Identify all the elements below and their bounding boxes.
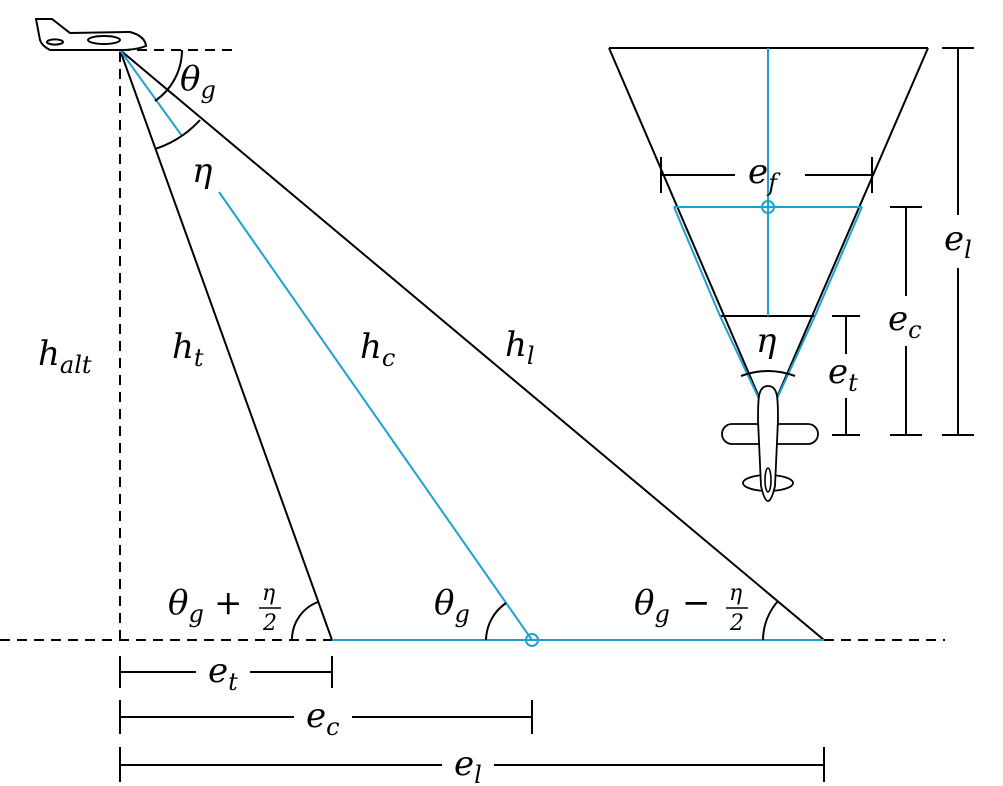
e-l-dimension: el bbox=[119, 744, 825, 786]
theta-g-arc bbox=[154, 49, 183, 102]
svg-text:et: et bbox=[208, 651, 238, 696]
footprint-center-point bbox=[525, 633, 539, 647]
e-t-dimension: et bbox=[119, 651, 333, 696]
svg-text:2: 2 bbox=[729, 611, 744, 636]
near-angle-arc bbox=[290, 601, 319, 641]
far-angle-arc bbox=[762, 600, 779, 641]
footprint-right-edge bbox=[767, 47, 929, 419]
top-eta-arc bbox=[740, 370, 796, 377]
svg-text:η: η bbox=[729, 581, 742, 606]
h-alt-label: halt bbox=[38, 334, 92, 379]
e-c-vertical-dimension: ec bbox=[888, 206, 922, 436]
svg-text:+: + bbox=[214, 583, 243, 623]
svg-text:−: − bbox=[682, 583, 711, 623]
svg-text:el: el bbox=[454, 744, 482, 786]
top-center-point bbox=[761, 200, 775, 214]
e-c-dimension: ec bbox=[119, 696, 533, 741]
far-angle-label: θg − η 2 bbox=[634, 581, 748, 636]
aircraft-side-icon bbox=[34, 18, 148, 51]
svg-text:el: el bbox=[944, 219, 972, 264]
far-ray-hl bbox=[119, 49, 825, 641]
center-angle-label: θg bbox=[434, 583, 470, 628]
svg-text:2: 2 bbox=[262, 611, 277, 636]
svg-text:ef: ef bbox=[748, 152, 781, 197]
footprint-left-edge bbox=[608, 47, 769, 419]
top-lower-right-edge bbox=[814, 206, 863, 317]
h-l-label: hl bbox=[505, 325, 535, 370]
e-f-dimension: ef bbox=[660, 152, 873, 197]
center-ray-hc-upper bbox=[119, 49, 183, 137]
e-l-vertical-dimension: el bbox=[942, 47, 974, 436]
svg-text:et: et bbox=[828, 352, 858, 397]
svg-text:θg: θg bbox=[634, 583, 670, 628]
top-view: η ef el ec bbox=[608, 47, 974, 502]
aircraft-top-icon bbox=[721, 385, 819, 502]
h-t-label: ht bbox=[172, 327, 204, 372]
h-c-label: hc bbox=[360, 327, 395, 372]
eta-arc bbox=[154, 119, 201, 150]
side-view: θg η halt ht hc hl θg + η 2 θg θg − bbox=[0, 18, 945, 786]
e-t-vertical-dimension: et bbox=[828, 315, 860, 436]
svg-text:ec: ec bbox=[306, 696, 340, 741]
center-ray-hc-lower bbox=[218, 191, 533, 641]
eta-label-top: η bbox=[192, 151, 213, 191]
theta-g-label-top: θg bbox=[180, 59, 216, 104]
top-eta-label: η bbox=[756, 321, 777, 361]
svg-text:ec: ec bbox=[888, 299, 922, 344]
near-angle-label: θg + η 2 bbox=[168, 581, 281, 636]
center-angle-arc bbox=[485, 602, 507, 641]
svg-text:η: η bbox=[262, 581, 275, 606]
svg-text:θg: θg bbox=[168, 583, 204, 628]
top-lower-left-edge bbox=[673, 206, 721, 317]
